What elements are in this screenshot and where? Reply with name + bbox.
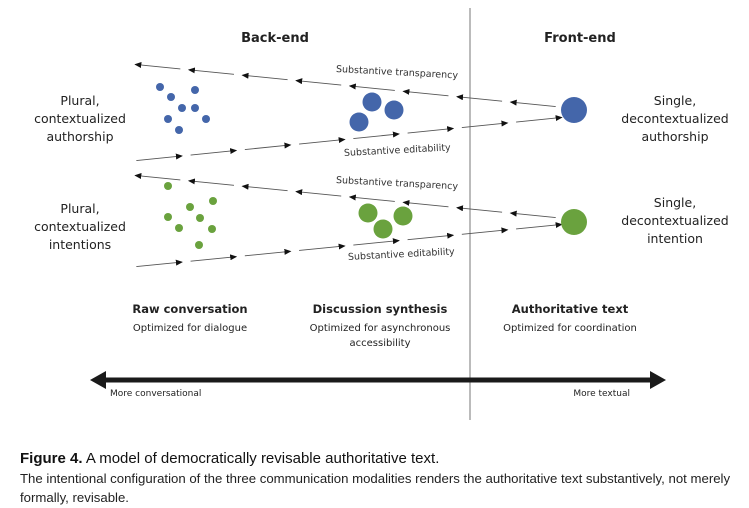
row2-editability-arrow — [461, 227, 509, 235]
row1-editability-arrow — [407, 126, 455, 134]
row2-editability-arrow — [407, 232, 455, 241]
back-end-header: Back-end — [241, 31, 309, 46]
row1-plural-dot — [164, 115, 172, 123]
row1-single-circle — [561, 97, 587, 123]
figure-title: A model of democratically revisable auth… — [85, 450, 440, 467]
row2-plural-dot — [175, 224, 183, 232]
row2-left-label: Plural, contextualized intentions — [34, 201, 126, 252]
row2-editability-arrow — [244, 248, 292, 257]
row1-plural-dot — [202, 115, 210, 123]
row1-plural-dot — [175, 126, 183, 134]
conversational-textual-axis — [90, 371, 666, 389]
row2-plural-dot — [196, 214, 204, 222]
figure-description: The intentional configuration of the thr… — [20, 471, 731, 505]
row2-right-label: Single, decontextualized intention — [621, 195, 729, 246]
row1-synthesis-circle — [362, 92, 382, 112]
row1-right-label: Single, decontextualized authorship — [621, 93, 729, 144]
row1-plural-dot — [178, 104, 186, 112]
row2-transparency-arrow — [187, 178, 235, 186]
row1-plural-dot — [156, 83, 164, 91]
axis-left-arrowhead — [90, 371, 106, 389]
row2-editability-arrow — [516, 222, 563, 230]
row2-plural-dot — [195, 241, 203, 249]
row1-editability-arrow — [190, 148, 238, 156]
row1-editability-arrow — [299, 137, 346, 145]
row1-transparency-arrow — [348, 83, 395, 91]
row2-plural-dot — [164, 182, 172, 190]
row2-plural-dot — [209, 197, 217, 205]
axis-right-label: More textual — [573, 389, 630, 399]
row1-editability-arrow — [516, 115, 563, 123]
row1-transparency-arrow — [456, 94, 503, 102]
row1-transparency-arrow — [187, 67, 235, 75]
row1-transparency-arrow — [402, 88, 449, 97]
column-raw-conversation: Raw conversation Optimized for dialogue — [132, 302, 248, 334]
row1-left-label: Plural, contextualized authorship — [34, 93, 126, 144]
row1-plural-dot — [191, 104, 199, 112]
diagram: Back-end Front-end Plural, contextualize… — [34, 8, 729, 420]
diagram-canvas — [90, 8, 666, 420]
row2-editability-arrow — [136, 259, 183, 268]
row2-editability-arrow — [299, 243, 346, 251]
row2-plural-dot — [164, 213, 172, 221]
axis-right-arrowhead — [650, 371, 666, 389]
axis-left-label: More conversational — [110, 389, 202, 399]
row1-editability-arrow — [244, 142, 292, 151]
row2-plural-dot — [186, 203, 194, 211]
row2-synthesis-circle — [358, 203, 378, 223]
row2-transparency-arrow — [295, 189, 342, 197]
row1-synthesis-circle — [384, 100, 404, 120]
row2-transparency-arrow — [456, 205, 503, 213]
row1-synthesis-circle — [349, 112, 369, 132]
figure-caption: Figure 4. A model of democratically revi… — [20, 450, 740, 507]
row2-editability-arrow — [353, 238, 400, 246]
front-end-header: Front-end — [544, 31, 616, 46]
row2-transparency-arrow — [348, 194, 395, 202]
row1-transparency-arrow — [509, 99, 556, 108]
row1-editability-arrow — [353, 131, 400, 140]
figure-label: Figure 4. — [20, 450, 83, 467]
row2-synthesis-circle — [393, 206, 413, 226]
row2-editability-arrow — [190, 254, 238, 262]
row2-plural-dot — [208, 225, 216, 233]
row1-editability-arrow — [461, 120, 509, 129]
row2-synthesis-circle — [373, 219, 393, 239]
row2-transparency-arrow — [241, 183, 288, 192]
row1-transparency-arrow — [295, 78, 342, 86]
row2-transparency-arrow — [402, 199, 449, 208]
row2-transparency-arrow — [509, 210, 556, 219]
row2-single-circle — [561, 209, 587, 235]
row1-plural-dot — [167, 93, 175, 101]
row1-plural-dot — [191, 86, 199, 94]
row1-editability-arrow — [136, 153, 183, 162]
row1-transparency-arrow — [134, 62, 181, 70]
column-discussion-synthesis: Discussion synthesis Optimized for async… — [309, 302, 451, 349]
row1-transparency-arrow — [241, 72, 288, 81]
row2-transparency-arrow — [134, 173, 181, 181]
column-authoritative-text: Authoritative text Optimized for coordin… — [503, 302, 637, 334]
